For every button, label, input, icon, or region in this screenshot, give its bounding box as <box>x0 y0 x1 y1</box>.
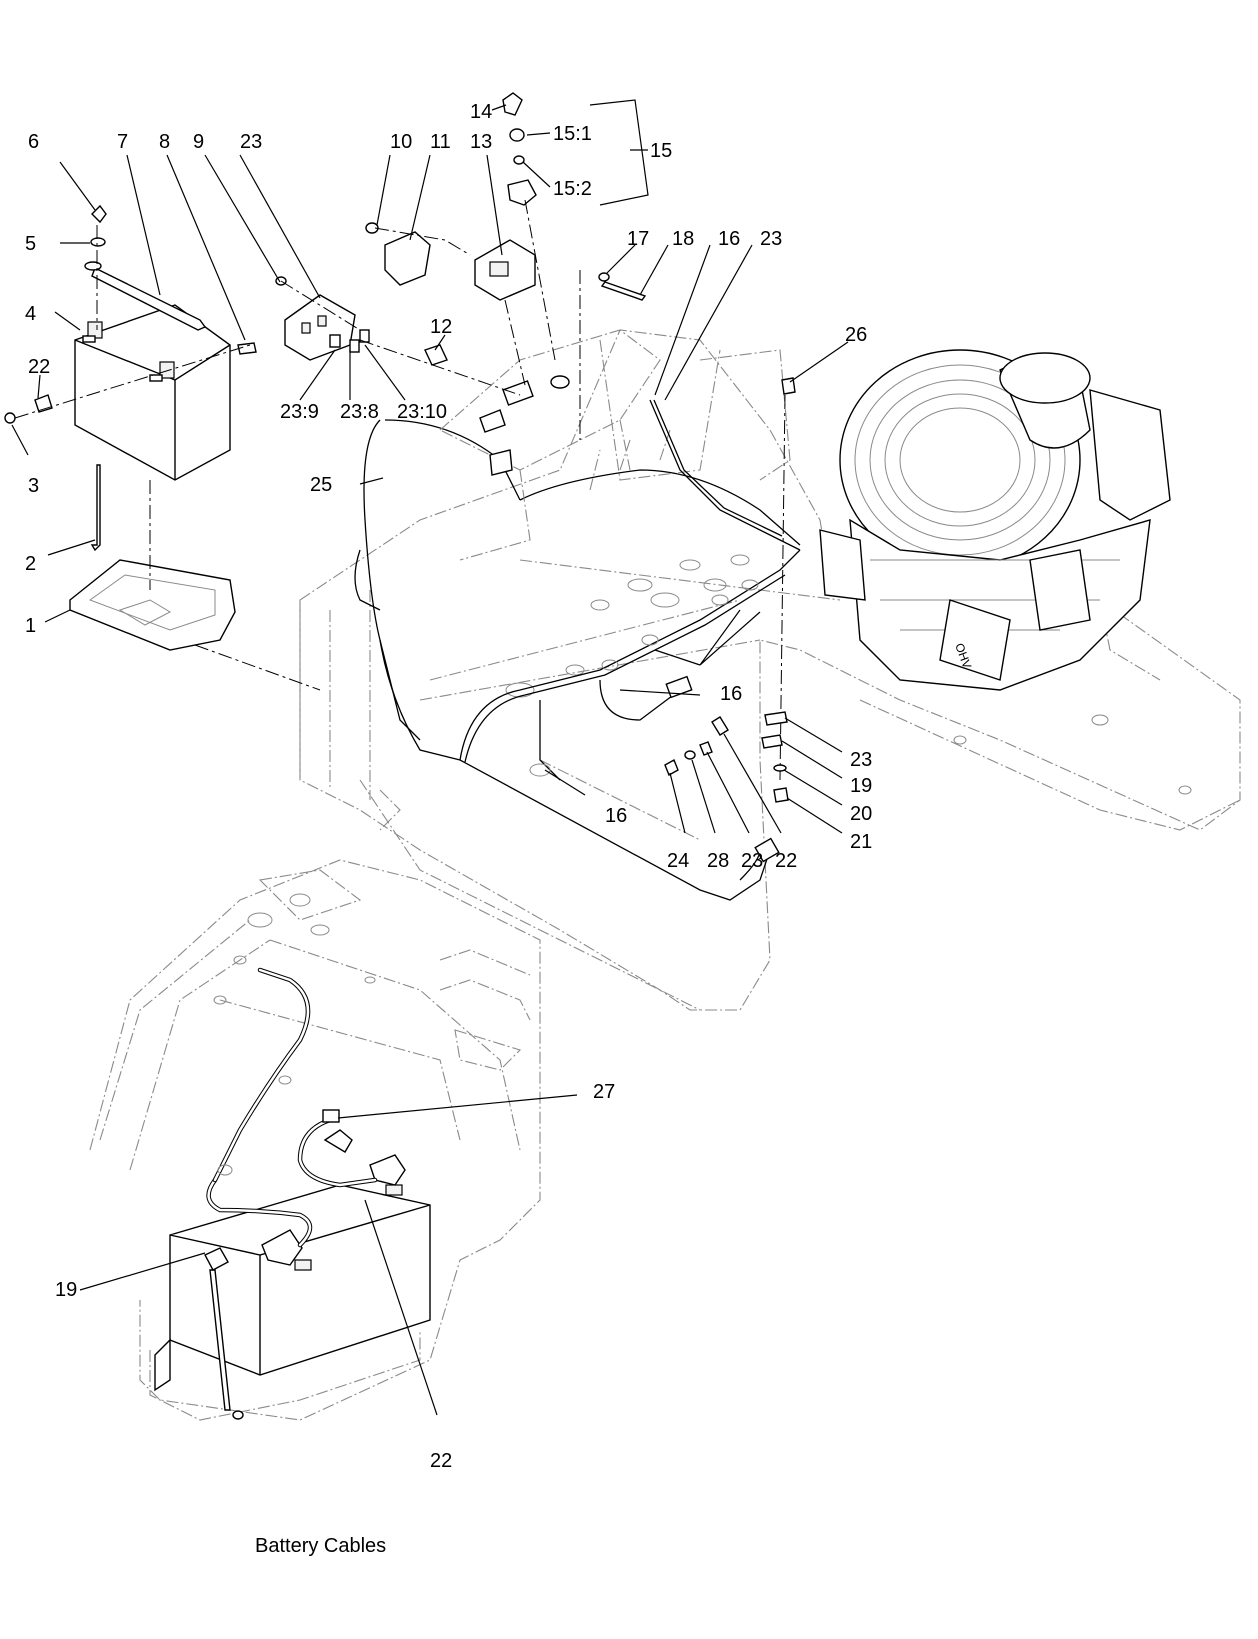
callout-1: 1 <box>25 615 36 637</box>
callout-4: 4 <box>25 303 36 325</box>
callout-24: 24 <box>667 850 689 872</box>
battery-cables-inset <box>89 859 541 1421</box>
callout-23a: 23 <box>240 131 262 153</box>
callout-20: 20 <box>850 803 872 825</box>
inset-caption: Battery Cables <box>255 1535 386 1557</box>
callout-15-2: 15:2 <box>553 178 592 200</box>
callout-23-10: 23:10 <box>397 401 447 423</box>
callout-13: 13 <box>470 131 492 153</box>
callout-2: 2 <box>25 553 36 575</box>
callout-15: 15 <box>650 140 672 162</box>
callout-3: 3 <box>28 475 39 497</box>
callout-22c: 22 <box>430 1450 452 1472</box>
callout-23-8: 23:8 <box>340 401 379 423</box>
callout-19b: 19 <box>55 1279 77 1301</box>
callout-9: 9 <box>193 131 204 153</box>
callout-28: 28 <box>707 850 729 872</box>
leader-lines <box>11 99 849 1416</box>
ground-hardware <box>664 711 789 803</box>
callout-7: 7 <box>117 131 128 153</box>
callout-21: 21 <box>850 831 872 853</box>
callout-6: 6 <box>28 131 39 153</box>
callout-19a: 19 <box>850 775 872 797</box>
callout-11: 11 <box>430 131 451 153</box>
callout-16a: 16 <box>718 228 740 250</box>
callout-18: 18 <box>672 228 694 250</box>
callout-23c: 23 <box>850 749 872 771</box>
relay-parts <box>275 92 796 781</box>
callout-8: 8 <box>159 131 170 153</box>
callout-26: 26 <box>845 324 867 346</box>
callout-17: 17 <box>627 228 649 250</box>
callout-22b: 22 <box>775 850 797 872</box>
callout-27: 27 <box>593 1081 615 1103</box>
wiring-harness <box>354 399 801 901</box>
callout-16b: 16 <box>720 683 742 705</box>
callout-16c: 16 <box>605 805 627 827</box>
callout-23-9: 23:9 <box>280 401 319 423</box>
engine: OHV <box>819 349 1171 691</box>
callout-23d: 23 <box>741 850 763 872</box>
callout-25: 25 <box>310 474 332 496</box>
callout-15-1: 15:1 <box>553 123 592 145</box>
callout-5: 5 <box>25 233 36 255</box>
callout-12: 12 <box>430 316 452 338</box>
battery-assembly-top <box>4 204 321 691</box>
callout-22a: 22 <box>28 356 50 378</box>
callout-23b: 23 <box>760 228 782 250</box>
callout-labels: 6 7 8 9 23 5 4 22 3 2 1 10 11 13 12 23:9… <box>25 101 872 1472</box>
callout-14: 14 <box>470 101 492 123</box>
callout-10: 10 <box>390 131 412 153</box>
control-tower <box>439 329 661 561</box>
